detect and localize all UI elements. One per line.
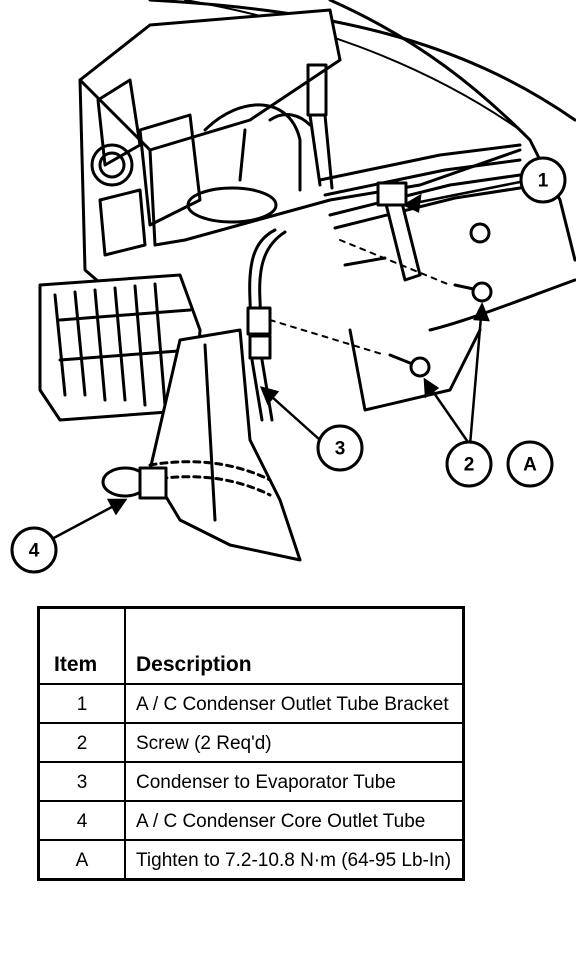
row-description: Tighten to 7.2-10.8 N·m (64-95 Lb-In) [124, 839, 465, 881]
callout-2-label: 2 [464, 455, 475, 476]
callout-a-label: A [523, 455, 537, 476]
callout-a-circle [506, 440, 554, 488]
row-item: 2 [37, 722, 126, 763]
callout-4-label: 4 [29, 541, 40, 562]
apron-hole [186, 186, 278, 224]
fender-outline [148, 0, 576, 122]
table-header-row: Item Description [37, 606, 465, 685]
table-row: A Tighten to 7.2-10.8 N·m (64-95 Lb-In) [37, 839, 465, 881]
parts-illustration: 1 2 3 4 A [10, 0, 576, 574]
parts-legend-table: Item Description 1 A / C Condenser Outle… [37, 606, 465, 881]
callout-3-circle [316, 424, 364, 472]
header-item: Item [37, 606, 126, 685]
table-row: 1 A / C Condenser Outlet Tube Bracket [37, 683, 465, 724]
callout-1-label: 1 [538, 171, 549, 192]
screw-lower [388, 353, 431, 378]
row-item: 3 [37, 761, 126, 802]
callout-3-label: 3 [335, 439, 346, 460]
table-row: 3 Condenser to Evaporator Tube [37, 761, 465, 802]
table-row: 4 A / C Condenser Core Outlet Tube [37, 800, 465, 841]
upper-tubes [318, 143, 522, 182]
row-description: A / C Condenser Outlet Tube Bracket [124, 683, 465, 724]
condenser-to-evaporator-tube [248, 228, 277, 422]
condenser-core-outlet-tube [148, 460, 272, 482]
header-description: Description [124, 606, 465, 685]
row-item: A [37, 839, 126, 881]
callout-4-circle [10, 526, 58, 574]
row-description: Condenser to Evaporator Tube [124, 761, 465, 802]
row-description: A / C Condenser Core Outlet Tube [124, 800, 465, 841]
row-item: 4 [37, 800, 126, 841]
callout-1-circle [519, 156, 567, 204]
radiator-support [78, 8, 342, 152]
row-description: Screw (2 Req'd) [124, 722, 465, 763]
callout-2-circle [445, 440, 493, 488]
screw-upper [453, 281, 493, 303]
table-row: 2 Screw (2 Req'd) [37, 722, 465, 763]
row-item: 1 [37, 683, 126, 724]
